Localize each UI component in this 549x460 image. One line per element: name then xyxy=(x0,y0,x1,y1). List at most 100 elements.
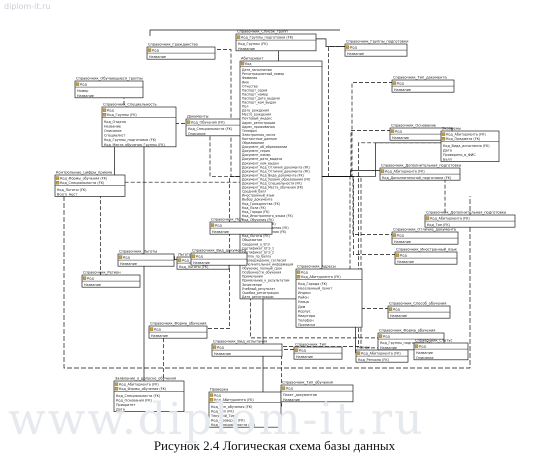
entity-attribute: Код_Специальности (FK) xyxy=(60,181,105,185)
entity-attribute: Документ_дата_выдачи xyxy=(242,157,282,161)
entity-attribute: Документ_Код_Отличия_документа (FK) xyxy=(242,165,310,169)
entity-attribute: Сертификат_ЕГЭ_1 xyxy=(242,246,274,250)
entity-attribute: Документ_Код_Отличия_документа (FK) xyxy=(242,169,310,173)
entity-title: Справочник_Основание xyxy=(391,124,437,128)
entity-title: Абитуриент xyxy=(241,57,264,61)
entity-attribute: Код_Льготы (FK) xyxy=(179,265,209,269)
key-icon xyxy=(102,108,107,112)
key-icon xyxy=(114,382,119,386)
entity-spisok_grupp: Справочник_Список_группКод_Группы_подгот… xyxy=(235,30,317,52)
entity-title: Справочник_Дополнительная_подготовка xyxy=(426,211,506,215)
entity-attribute: Описание xyxy=(188,132,206,136)
entity-attribute: Код xyxy=(299,349,306,353)
entity-attribute: Код_Иностранного_языка (FK) xyxy=(242,214,293,218)
entity-attribute: Код_Города (FK) xyxy=(298,282,328,286)
key-icon xyxy=(55,176,60,180)
key-icon xyxy=(296,270,301,274)
key-icon xyxy=(414,344,419,348)
entity-attribute: Название xyxy=(394,88,411,92)
entity-title: Экзамены xyxy=(442,127,461,131)
entity-attribute: Код_Абитуриента (FK) xyxy=(119,383,159,387)
entity-attribute: Иностранный_язык xyxy=(242,194,274,198)
entity-title: Справочник_Гражданство xyxy=(148,43,198,47)
key-icon xyxy=(281,386,286,390)
key-icon xyxy=(240,61,245,66)
entity-attribute: Код xyxy=(286,387,293,391)
entity-attribute: Код xyxy=(80,83,87,87)
entity-attribute: Название xyxy=(149,55,166,59)
entity-title: Справочник_Льготы xyxy=(119,250,157,254)
entity-attribute: Код xyxy=(395,130,402,134)
entity-attribute: Документ_серия xyxy=(242,149,270,153)
relationship-line xyxy=(63,196,471,369)
key-icon xyxy=(55,181,60,185)
entity-attribute: Документ_Код_Места_обучения (FK) xyxy=(242,186,303,190)
entity-attribute: Код_Обучения (FK) xyxy=(191,121,225,125)
key-icon xyxy=(102,113,107,117)
relationship-line xyxy=(247,142,470,347)
entity-attribute: Описание xyxy=(104,129,122,133)
entity-attribute: Код_Региона (FK) xyxy=(358,358,390,362)
entity-attribute: Код xyxy=(400,254,407,258)
entity-title: Справочник_Пол xyxy=(211,218,243,222)
entity-attribute: Код_Места_обучения_Группы (FK) xyxy=(104,143,165,147)
entity-attribute: Паспорт_дата_выдачи xyxy=(242,96,280,100)
entity-title: Справочник_Вид_испытания xyxy=(213,340,267,344)
entity-attribute: Код_Специальности (FK) xyxy=(188,127,233,131)
entity-attribute: Место_рождения xyxy=(242,113,271,117)
entity-attribute: Паспорт_номер xyxy=(242,92,268,96)
entity-attribute: Код xyxy=(152,49,159,53)
entity-title: Справочник_Форма_обучения xyxy=(379,329,435,333)
entity-attribute: Электронная_почта xyxy=(242,133,275,137)
entity-attribute: Название xyxy=(120,262,137,266)
entity-attribute: Учебный_результат xyxy=(242,287,275,291)
entity-attribute: Код_Абитуриента (FK) xyxy=(430,217,470,221)
entity-attribute: Код_Группы_подготовки (FK) xyxy=(104,138,157,142)
entity-title: Проверка xyxy=(210,388,228,392)
entity-attribute: Паспорт_кем_выдан xyxy=(242,101,276,105)
entity-title: Справочник_Отличие_документа xyxy=(393,228,456,232)
entity-attribute: Код_Вида_испытания (FK) xyxy=(443,144,490,148)
entity-attribute: Отчество xyxy=(242,84,258,88)
relationship-line xyxy=(90,181,411,339)
relationship-line xyxy=(149,29,340,36)
entity-title: Справочник_Тип xyxy=(295,343,327,347)
key-icon xyxy=(186,120,191,124)
watermark-top: diplom-it.ru xyxy=(4,2,51,11)
key-icon xyxy=(75,82,80,86)
entity-attribute: Дополнительная_информация xyxy=(242,263,293,267)
entity-box xyxy=(235,33,317,52)
entity-attribute: Зачисление xyxy=(242,283,262,287)
entity-attribute: Код_Группы_подготовки (FK) xyxy=(241,36,294,40)
entity-attribute: Название xyxy=(394,240,411,244)
entity-title: Справочник_Тип_обучения xyxy=(282,381,333,385)
entity-title: Справочник_Вид_документа xyxy=(192,249,246,253)
entity-attribute: Название xyxy=(104,124,121,128)
key-icon xyxy=(390,129,395,133)
entity-attribute: Код xyxy=(107,109,114,113)
entity-attribute: Код_Отдела xyxy=(104,120,126,124)
entity-attribute: Дата xyxy=(116,408,125,412)
entity-title: Справочник_Иностранный_язык xyxy=(396,248,458,252)
key-icon xyxy=(236,35,241,39)
entity-attribute: Дата_регистрации xyxy=(242,295,273,299)
entity-attribute: Документ_Код_Уровня_образования (FK) xyxy=(242,177,310,181)
key-icon xyxy=(212,345,217,349)
entity-title: Справочник_Группы_подготовки xyxy=(346,40,409,44)
entity-zayavlenie: Заявление_о_допуске_обученияКод_Абитурие… xyxy=(113,377,185,412)
entity-box xyxy=(239,60,323,300)
entity-attribute: Телефон xyxy=(297,319,314,323)
entity-attribute: Приоритет xyxy=(116,403,135,407)
figure-caption: Рисунок 2.4 Логическая схема базы данных xyxy=(153,438,396,453)
entity-attribute: Название xyxy=(283,398,300,402)
entity-attribute: Паспорт_серия xyxy=(242,88,267,92)
entity-attribute: Специалист xyxy=(104,134,125,138)
entity-attribute: Код_Льготы (FK) xyxy=(242,234,270,238)
entity-attribute: Балл xyxy=(443,158,452,162)
